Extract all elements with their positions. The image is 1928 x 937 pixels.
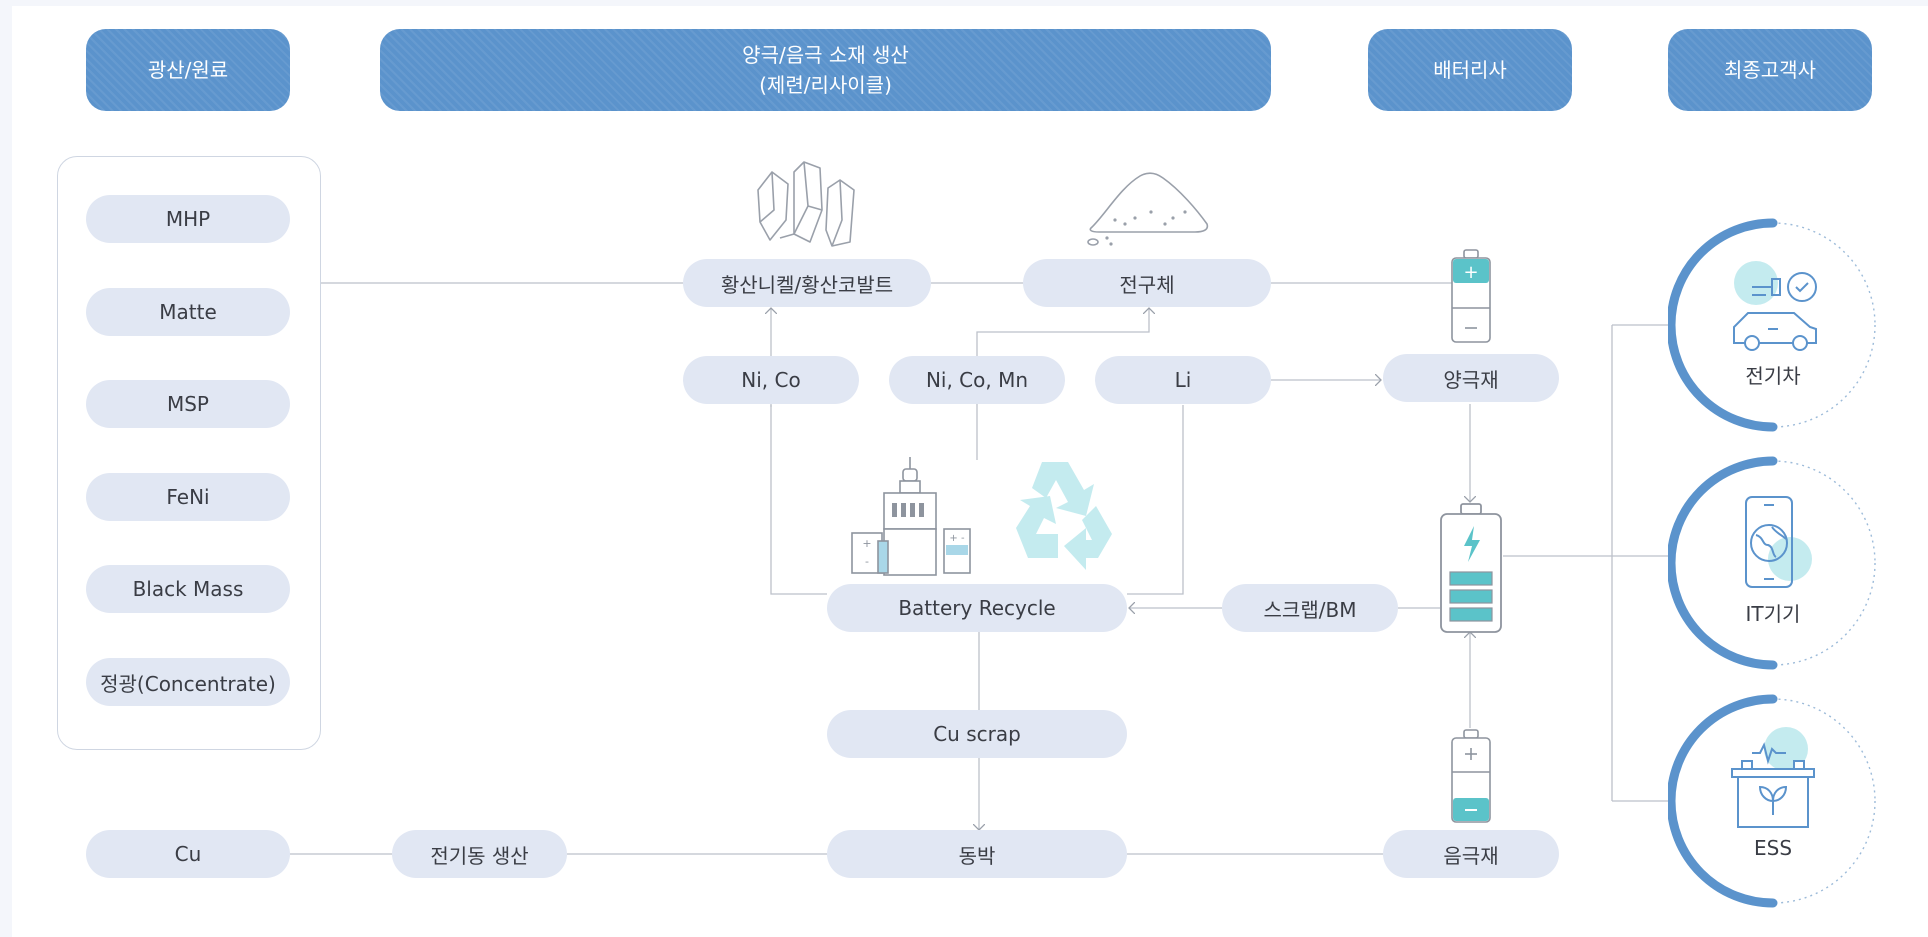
node-battery-recycle: Battery Recycle — [827, 584, 1127, 632]
battery-cell-icon — [1440, 503, 1502, 633]
node-ni-co-mn: Ni, Co, Mn — [889, 356, 1065, 404]
left-strip — [0, 0, 12, 937]
node-ni-co: Ni, Co — [683, 356, 859, 404]
svg-text:+: + — [1463, 262, 1478, 283]
node-anode: 음극재 — [1383, 830, 1559, 878]
header-customer: 최종고객사 — [1668, 29, 1872, 111]
node-scrap-bm: 스크랩/BM — [1222, 584, 1398, 632]
header-battery-label: 배터리사 — [1433, 58, 1507, 82]
raw-material-item: Black Mass — [86, 565, 290, 613]
recycle-symbol-icon — [1016, 462, 1112, 570]
raw-material-item: MHP — [86, 195, 290, 243]
header-material: 양극/음극 소재 생산 (제련/리사이클) — [380, 29, 1271, 111]
ess-ring — [1668, 694, 1876, 908]
crystal-icon — [757, 161, 855, 247]
line-nico-recycle — [770, 405, 827, 595]
cathode-battery-icon: + — [1451, 249, 1491, 343]
node-electrolytic-copper: 전기동 생산 — [392, 830, 567, 878]
it-ring — [1668, 456, 1876, 670]
raw-materials-panel — [57, 156, 321, 750]
powder-pile-icon — [1087, 172, 1209, 246]
header-material-line1: 양극/음극 소재 생산 — [742, 43, 909, 67]
node-cu: Cu — [86, 830, 290, 878]
anode-battery-icon — [1451, 729, 1491, 823]
svg-text:-: - — [865, 555, 869, 568]
top-strip — [0, 0, 1928, 6]
raw-material-item: 정광(Concentrate) — [86, 658, 290, 706]
header-mining-label: 광산/원료 — [147, 58, 229, 82]
node-sulfate: 황산니켈/황산코발트 — [683, 259, 931, 307]
node-cathode: 양극재 — [1383, 354, 1559, 402]
node-precursor: 전구체 — [1023, 259, 1271, 307]
customer-ess-label: ESS — [1753, 836, 1793, 860]
header-mining: 광산/원료 — [86, 29, 290, 111]
header-battery: 배터리사 — [1368, 29, 1572, 111]
ev-ring — [1668, 218, 1876, 432]
header-material-line2: (제련/리사이클) — [759, 73, 892, 97]
svg-text:+: + — [862, 537, 871, 550]
svg-text:+ -: + - — [949, 533, 965, 544]
customer-it-label: IT기기 — [1745, 602, 1801, 626]
raw-material-item: Matte — [86, 288, 290, 336]
header-customer-label: 최종고객사 — [1724, 58, 1816, 82]
line-li-recycle — [1127, 405, 1184, 595]
raw-material-item: MSP — [86, 380, 290, 428]
node-copper-foil: 동박 — [827, 830, 1127, 878]
raw-material-item: FeNi — [86, 473, 290, 521]
recycling-plant-icon: + - + - — [851, 457, 971, 576]
node-li: Li — [1095, 356, 1271, 404]
node-cu-scrap: Cu scrap — [827, 710, 1127, 758]
customer-ev-label: 전기차 — [1745, 364, 1801, 388]
